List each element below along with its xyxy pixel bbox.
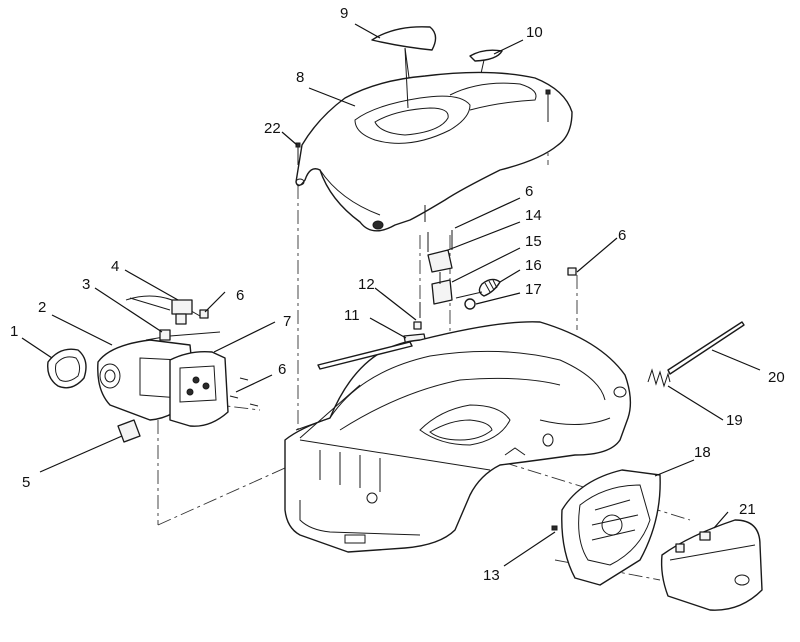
callout-16: 16 bbox=[525, 257, 542, 274]
callout-15: 15 bbox=[525, 233, 542, 250]
callout-6-plate: 6 bbox=[278, 361, 286, 378]
callout-8: 8 bbox=[296, 69, 304, 86]
callouts: 1 2 3 4 5 6 6 6 6 7 8 9 10 11 12 13 14 1… bbox=[10, 5, 785, 584]
part-5-switch bbox=[117, 419, 141, 443]
part-9-cap bbox=[371, 26, 437, 86]
part-20-rod bbox=[667, 321, 745, 375]
part-21-rear-door bbox=[660, 519, 763, 611]
callout-7: 7 bbox=[283, 313, 291, 330]
callout-4: 4 bbox=[111, 258, 119, 275]
part-16-spring bbox=[455, 278, 501, 299]
part-18-rear-frame bbox=[561, 469, 661, 586]
part-4-switch-assembly bbox=[125, 295, 201, 325]
part-14-bracket bbox=[427, 230, 453, 273]
callout-6-right: 6 bbox=[618, 227, 626, 244]
callout-22: 22 bbox=[264, 120, 281, 137]
part-13-screw bbox=[551, 525, 558, 531]
callout-3: 3 bbox=[82, 276, 90, 293]
callout-19: 19 bbox=[726, 412, 743, 429]
callout-17: 17 bbox=[525, 281, 542, 298]
part-8-top-cover bbox=[295, 47, 573, 232]
left-control-rod bbox=[317, 341, 413, 370]
callout-21: 21 bbox=[739, 501, 756, 518]
callout-1: 1 bbox=[10, 323, 18, 340]
part-6-screw-right bbox=[567, 267, 577, 276]
callout-5: 5 bbox=[22, 474, 30, 491]
cover-screw-right bbox=[545, 89, 551, 122]
part-12-nut bbox=[413, 302, 422, 330]
callout-6-upper: 6 bbox=[525, 183, 533, 200]
callout-6-switch: 6 bbox=[236, 287, 244, 304]
callout-13: 13 bbox=[483, 567, 500, 584]
part-7-cover-plate bbox=[169, 350, 229, 427]
main-housing bbox=[284, 321, 632, 553]
callout-9: 9 bbox=[340, 5, 348, 22]
callout-10: 10 bbox=[526, 24, 543, 41]
part-1-grommet bbox=[47, 348, 87, 389]
callout-14: 14 bbox=[525, 207, 542, 224]
callout-11: 11 bbox=[344, 307, 360, 324]
part-22-screw bbox=[295, 142, 301, 165]
part-15-switch bbox=[431, 272, 453, 305]
callout-12: 12 bbox=[358, 276, 375, 293]
part-17-knob bbox=[464, 298, 476, 310]
leader-lines bbox=[21, 23, 761, 567]
part-6-screw-left bbox=[199, 309, 209, 319]
callout-20: 20 bbox=[768, 369, 785, 386]
callout-2: 2 bbox=[38, 299, 46, 316]
callout-18: 18 bbox=[694, 444, 711, 461]
part-3-cable bbox=[145, 329, 221, 341]
part-19-spring bbox=[647, 368, 671, 388]
part-6-screws-plate bbox=[229, 377, 259, 407]
